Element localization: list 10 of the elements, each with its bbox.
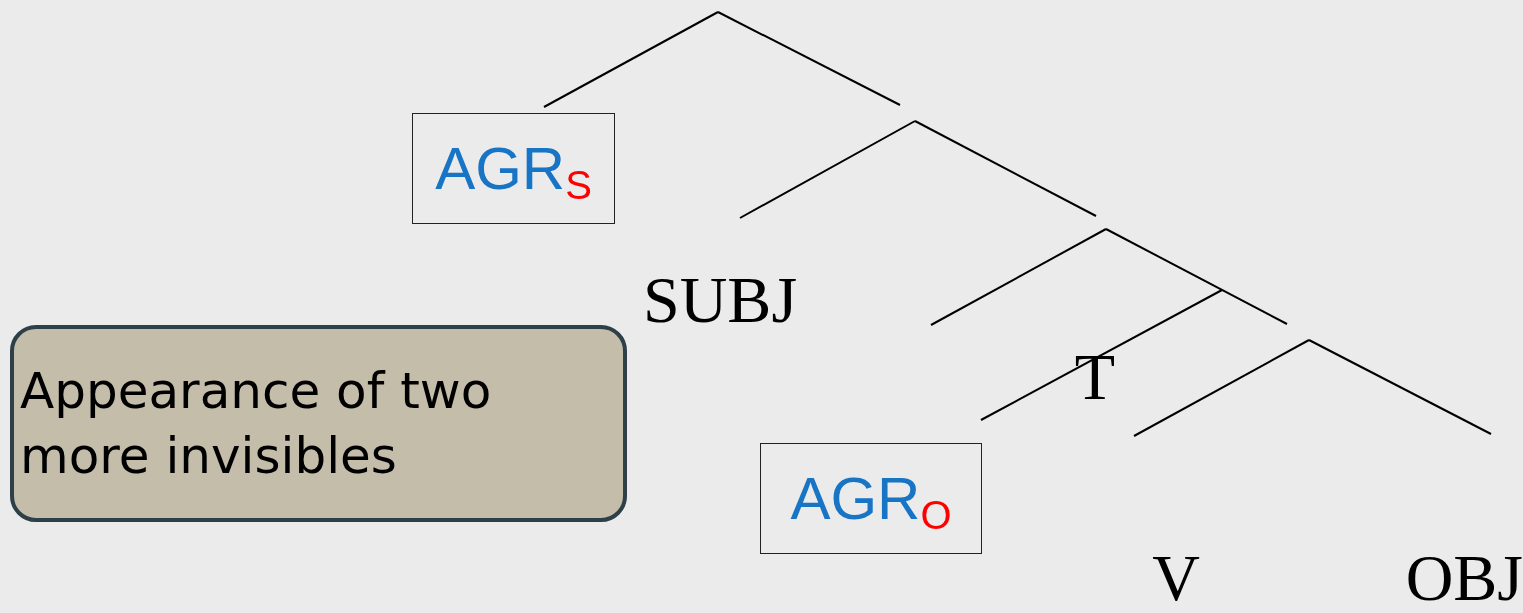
label-box	[412, 113, 615, 224]
tree-label: V	[1152, 545, 1200, 611]
tree-label: OBJ	[1405, 545, 1523, 611]
tree-label: SUBJ	[643, 267, 798, 333]
callout-text: Appearance of two more invisibles	[20, 360, 493, 487]
tree-label: T	[1074, 344, 1115, 410]
callout-box	[10, 325, 627, 522]
label-box	[760, 443, 982, 554]
node-label: AGR$_{S}$	[435, 138, 592, 199]
node-label: AGR$_{O}$	[790, 468, 952, 529]
